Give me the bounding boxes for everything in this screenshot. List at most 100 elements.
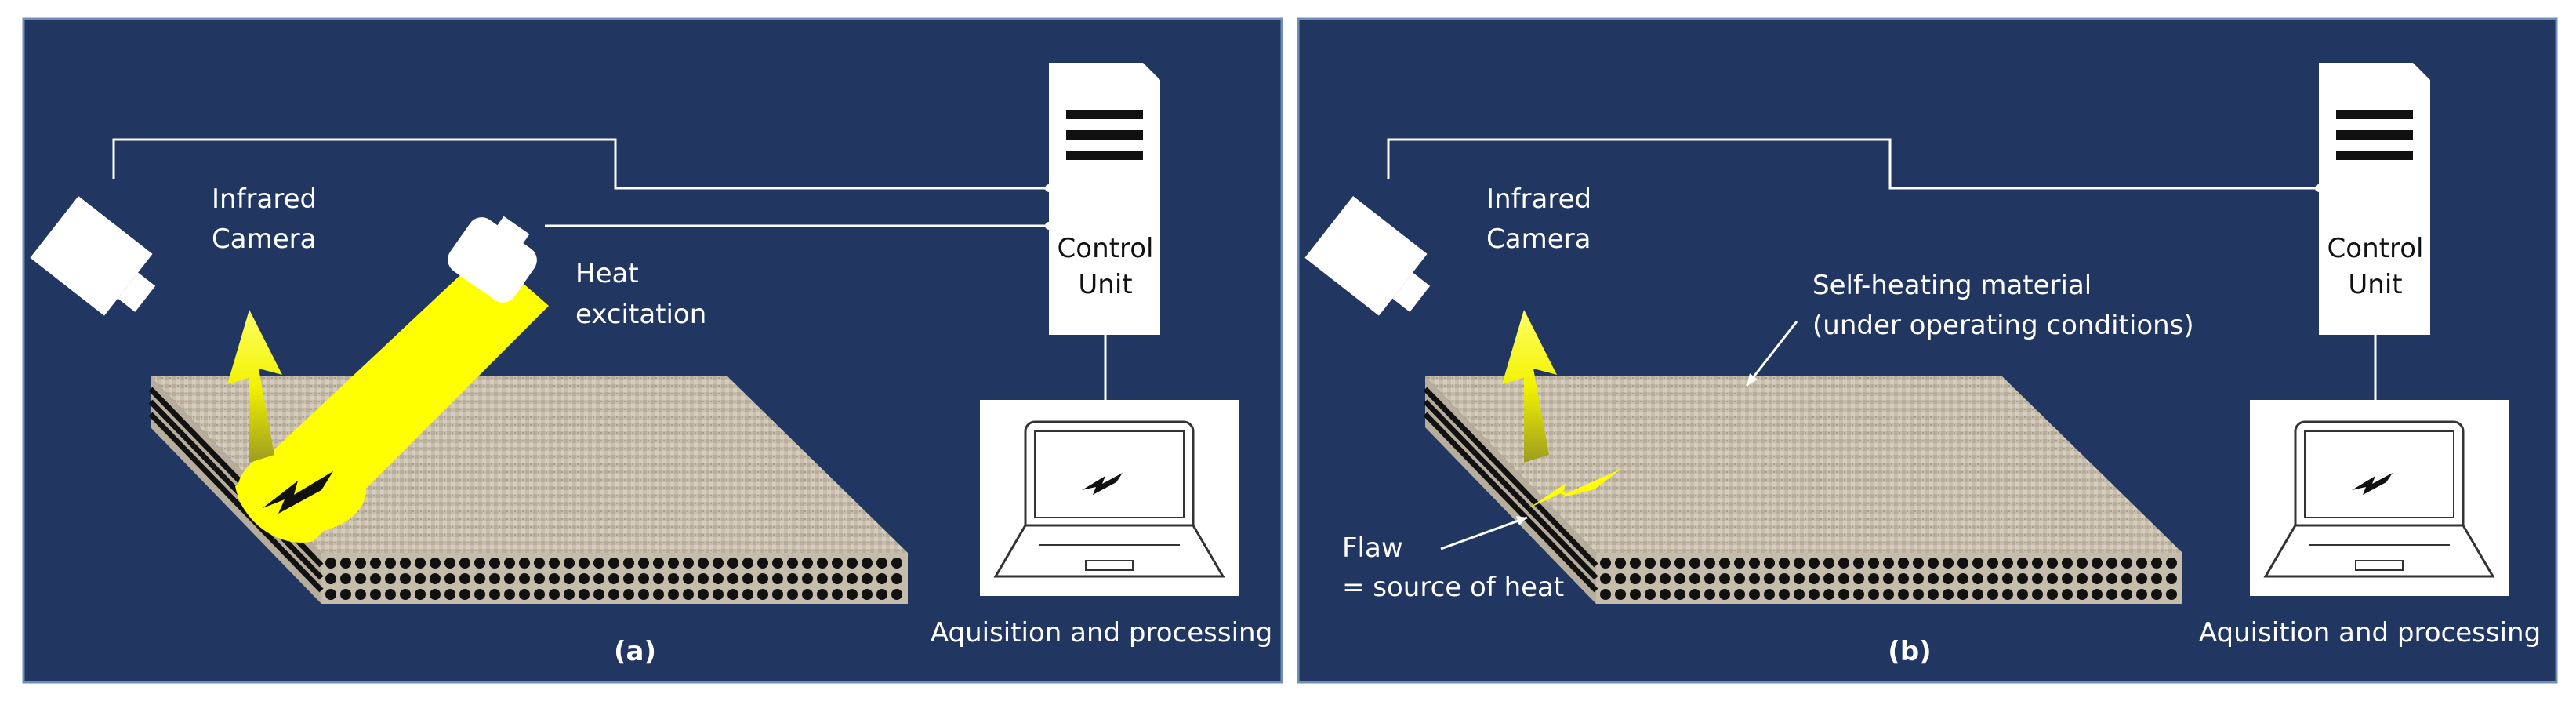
fiber-dot <box>579 558 590 569</box>
fiber-dot <box>1749 558 1760 569</box>
fiber-dot <box>415 589 426 600</box>
fiber-dot <box>1704 573 1715 584</box>
fiber-dot <box>355 589 366 600</box>
fiber-dot <box>1913 573 1924 584</box>
heat-source-icon <box>448 216 537 303</box>
fiber-dot <box>1883 589 1894 600</box>
fiber-dot <box>593 558 604 569</box>
fiber-dot <box>2151 589 2162 600</box>
fiber-dot <box>2002 573 2013 584</box>
fiber-dot <box>847 573 858 584</box>
camera-label-line2: Camera <box>212 223 316 255</box>
fiber-dot <box>817 558 828 569</box>
fiber-dot <box>1898 573 1909 584</box>
fiber-dot <box>534 573 545 584</box>
fiber-dot <box>1883 558 1894 569</box>
fiber-dot <box>2047 558 2058 569</box>
fiber-dot <box>1734 558 1745 569</box>
control-label-line2: Unit <box>2348 269 2402 300</box>
fiber-dot <box>1972 589 1983 600</box>
camera-wire <box>1387 138 2319 190</box>
fiber-dot <box>1734 573 1745 584</box>
fiber-dot <box>2121 558 2132 569</box>
fiber-dot <box>1853 589 1864 600</box>
fiber-dot <box>444 589 455 600</box>
fiber-dot <box>340 558 351 569</box>
fiber-dot <box>876 573 887 584</box>
fiber-dot <box>370 573 381 584</box>
fiber-dot <box>802 558 813 569</box>
fiber-dot <box>430 573 441 584</box>
fiber-dot <box>579 573 590 584</box>
fiber-dot <box>2032 589 2043 600</box>
fiber-dot <box>713 589 724 600</box>
fiber-dot <box>430 589 441 600</box>
fiber-dot <box>2166 558 2177 569</box>
panel-b: Infrared Camera Self-heating material (u… <box>1297 17 2558 684</box>
fiber-dot <box>2002 558 2013 569</box>
camera-wire <box>112 138 1049 190</box>
fiber-dot <box>1764 589 1775 600</box>
fiber-dot <box>1883 573 1894 584</box>
fiber-dot <box>742 573 753 584</box>
fiber-dot <box>2062 589 2073 600</box>
fiber-dot <box>489 558 500 569</box>
fiber-dot <box>1957 589 1968 600</box>
fiber-dot <box>891 573 902 584</box>
fiber-dot <box>1987 589 1998 600</box>
fiber-dot <box>1987 558 1998 569</box>
fiber-dot <box>444 558 455 569</box>
fiber-dot <box>415 573 426 584</box>
fiber-dot <box>340 589 351 600</box>
fiber-dot <box>400 573 411 584</box>
fiber-dot <box>355 558 366 569</box>
fiber-dot <box>2077 558 2088 569</box>
fiber-dot <box>802 573 813 584</box>
fiber-dot <box>2136 589 2147 600</box>
fiber-dot <box>1928 558 1939 569</box>
flaw-label-line2: = source of heat <box>1342 572 1564 603</box>
fiber-dot <box>1689 558 1700 569</box>
fiber-dot <box>1645 558 1656 569</box>
crack-icon <box>263 471 333 514</box>
fiber-dot <box>2106 558 2117 569</box>
fiber-dot <box>549 573 560 584</box>
fiber-dot <box>534 558 545 569</box>
fiber-dot <box>1600 589 1611 600</box>
fiber-dot <box>385 573 396 584</box>
fiber-dot <box>2047 573 2058 584</box>
fiber-dot <box>1972 573 1983 584</box>
camera-label-line1: Infrared <box>1486 183 1591 215</box>
panel-a: Infrared Camera Heat excitation Control … <box>22 17 1283 684</box>
heat-label-line2: excitation <box>575 299 706 330</box>
fiber-dot <box>1913 589 1924 600</box>
fiber-dot <box>1704 558 1715 569</box>
fiber-dot <box>340 573 351 584</box>
self-heating-label-line1: Self-heating material <box>1812 270 2092 301</box>
fiber-dot <box>489 573 500 584</box>
fiber-dot <box>832 589 843 600</box>
laptop-caption: Aquisition and processing <box>931 617 1272 648</box>
flaw-label-line1: Flaw <box>1342 532 1403 564</box>
fiber-dot <box>772 558 783 569</box>
fiber-dot <box>683 558 694 569</box>
fiber-dot <box>2151 573 2162 584</box>
laptop-icon <box>978 398 1240 598</box>
fiber-dot <box>564 589 575 600</box>
fiber-dot <box>832 573 843 584</box>
fiber-dot <box>2092 558 2103 569</box>
fiber-dot <box>608 558 619 569</box>
fiber-dot <box>519 558 530 569</box>
fiber-dot <box>2136 558 2147 569</box>
self-heating-label-line2: (under operating conditions) <box>1812 310 2194 341</box>
fiber-dot <box>787 573 798 584</box>
fiber-dot <box>2047 589 2058 600</box>
fiber-dot <box>1853 573 1864 584</box>
self-heating-pointer <box>1745 321 1798 387</box>
fiber-dot <box>623 558 634 569</box>
emission-arrow-icon <box>1502 310 1557 463</box>
fiber-dot <box>817 573 828 584</box>
fiber-dot <box>370 558 381 569</box>
camera-label-line1: Infrared <box>212 183 317 215</box>
